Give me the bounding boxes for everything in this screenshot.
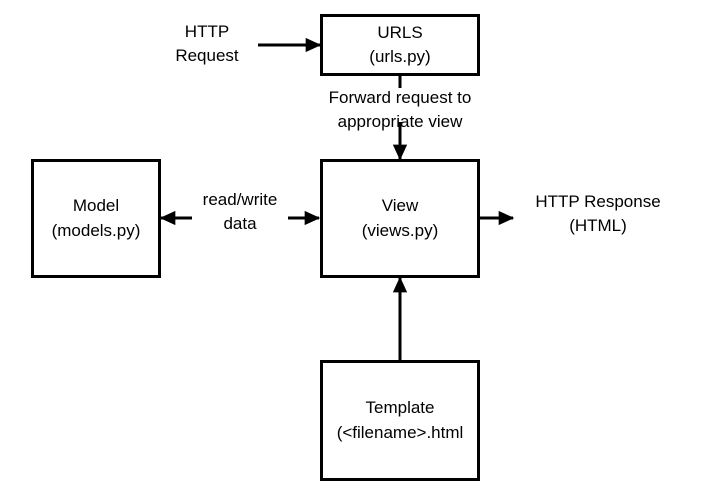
label-forward-request-line1: Forward request to	[328, 88, 472, 107]
label-forward-request-line2: appropriate view	[337, 112, 463, 132]
label-http-response-line2: (HTML)	[569, 216, 627, 236]
node-template-title: Template	[365, 398, 435, 418]
label-http-request-line1: HTTP	[184, 22, 230, 41]
label-http-response-line1: HTTP Response	[535, 192, 661, 211]
label-read-write-data: read/write data	[192, 188, 288, 236]
node-model-title: Model	[72, 196, 120, 216]
node-view[interactable]: View (views.py)	[320, 159, 480, 278]
label-http-response: HTTP Response (HTML)	[518, 190, 678, 238]
node-urls-title: URLS	[377, 22, 423, 42]
node-model-subtitle: (models.py)	[51, 220, 141, 240]
label-read-write-data-line2: data	[223, 214, 257, 234]
label-read-write-data-line1: read/write	[202, 190, 278, 209]
node-model[interactable]: Model (models.py)	[31, 159, 161, 278]
node-template[interactable]: Template (<filename>.html	[320, 360, 480, 481]
label-http-request-line2: Request	[175, 46, 239, 66]
node-view-subtitle: (views.py)	[361, 220, 439, 240]
node-view-title: View	[381, 196, 419, 216]
node-urls[interactable]: URLS (urls.py)	[320, 14, 480, 76]
label-http-request: HTTP Request	[160, 20, 254, 68]
node-urls-subtitle: (urls.py)	[369, 47, 431, 66]
label-forward-request: Forward request to appropriate view	[318, 86, 482, 134]
node-template-subtitle: (<filename>.html	[336, 422, 464, 442]
